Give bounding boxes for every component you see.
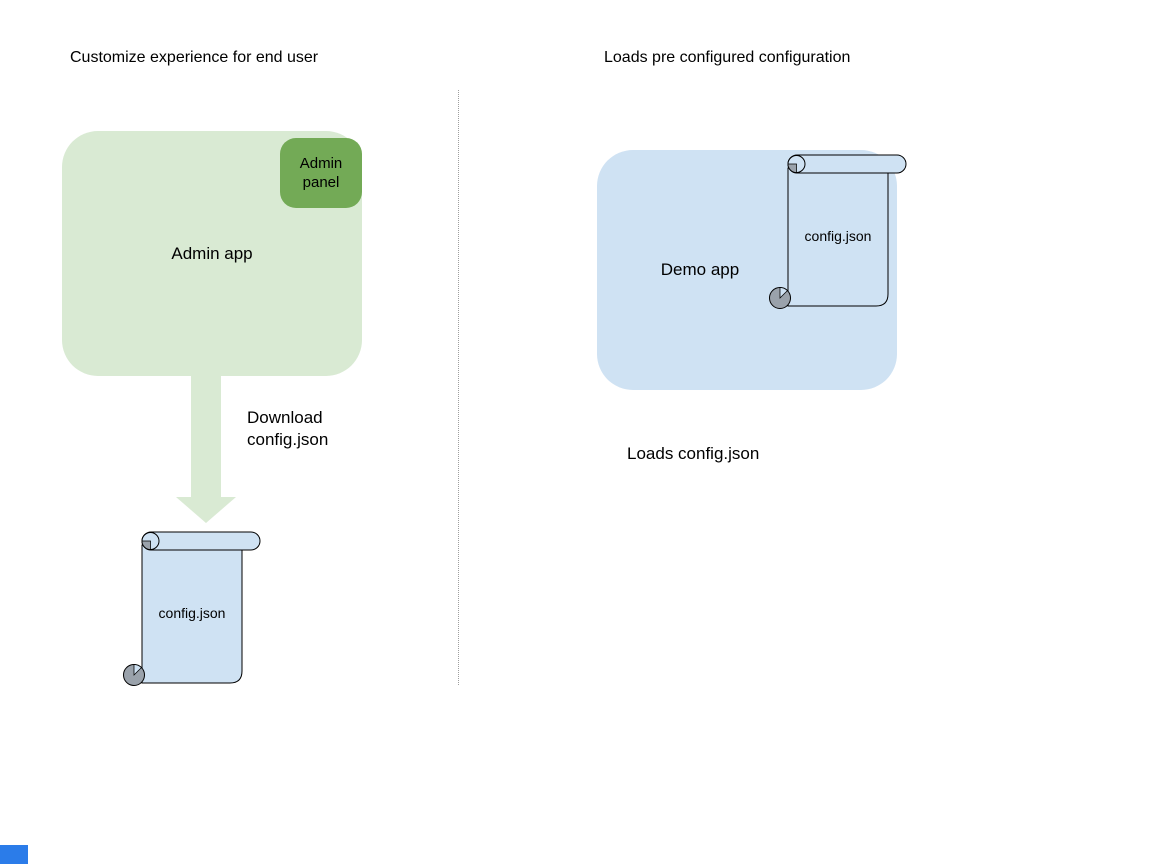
config-json-scroll-right: config.json [769,154,907,309]
demo-app-label: Demo app [660,260,740,279]
scroll-top-roll [787,154,907,174]
admin-app-label: Admin app [171,243,253,263]
right-panel-title: Loads pre configured configuration [604,49,851,66]
download-arrow-label-line1: Download [247,408,323,427]
config-json-label-right: config.json [805,228,872,244]
scroll-body [141,544,243,684]
download-arrow-label: Download config.json [247,407,328,451]
loads-config-caption: Loads config.json [627,444,760,463]
download-arrow [191,376,221,497]
scroll-bottom-curl-notch [133,664,142,676]
admin-panel-label: Admin panel [299,155,343,191]
scroll-top-curl-shade [787,163,797,173]
download-arrow-label-line2: config.json [247,430,329,449]
blue-corner-artifact [0,845,28,864]
config-json-scroll-left: config.json [123,531,261,686]
admin-app-box: Admin app Admin panel [62,131,362,376]
dotted-divider [458,90,459,685]
scroll-top-roll [141,531,261,551]
scroll-bottom-curl-notch [779,287,788,299]
scroll-body [787,167,889,307]
download-arrow-head-icon [176,497,236,523]
left-panel-title: Customize experience for end user [70,49,319,66]
admin-panel-box: Admin panel [280,138,362,208]
config-json-label-left: config.json [159,605,226,621]
scroll-top-curl-shade [141,540,151,550]
